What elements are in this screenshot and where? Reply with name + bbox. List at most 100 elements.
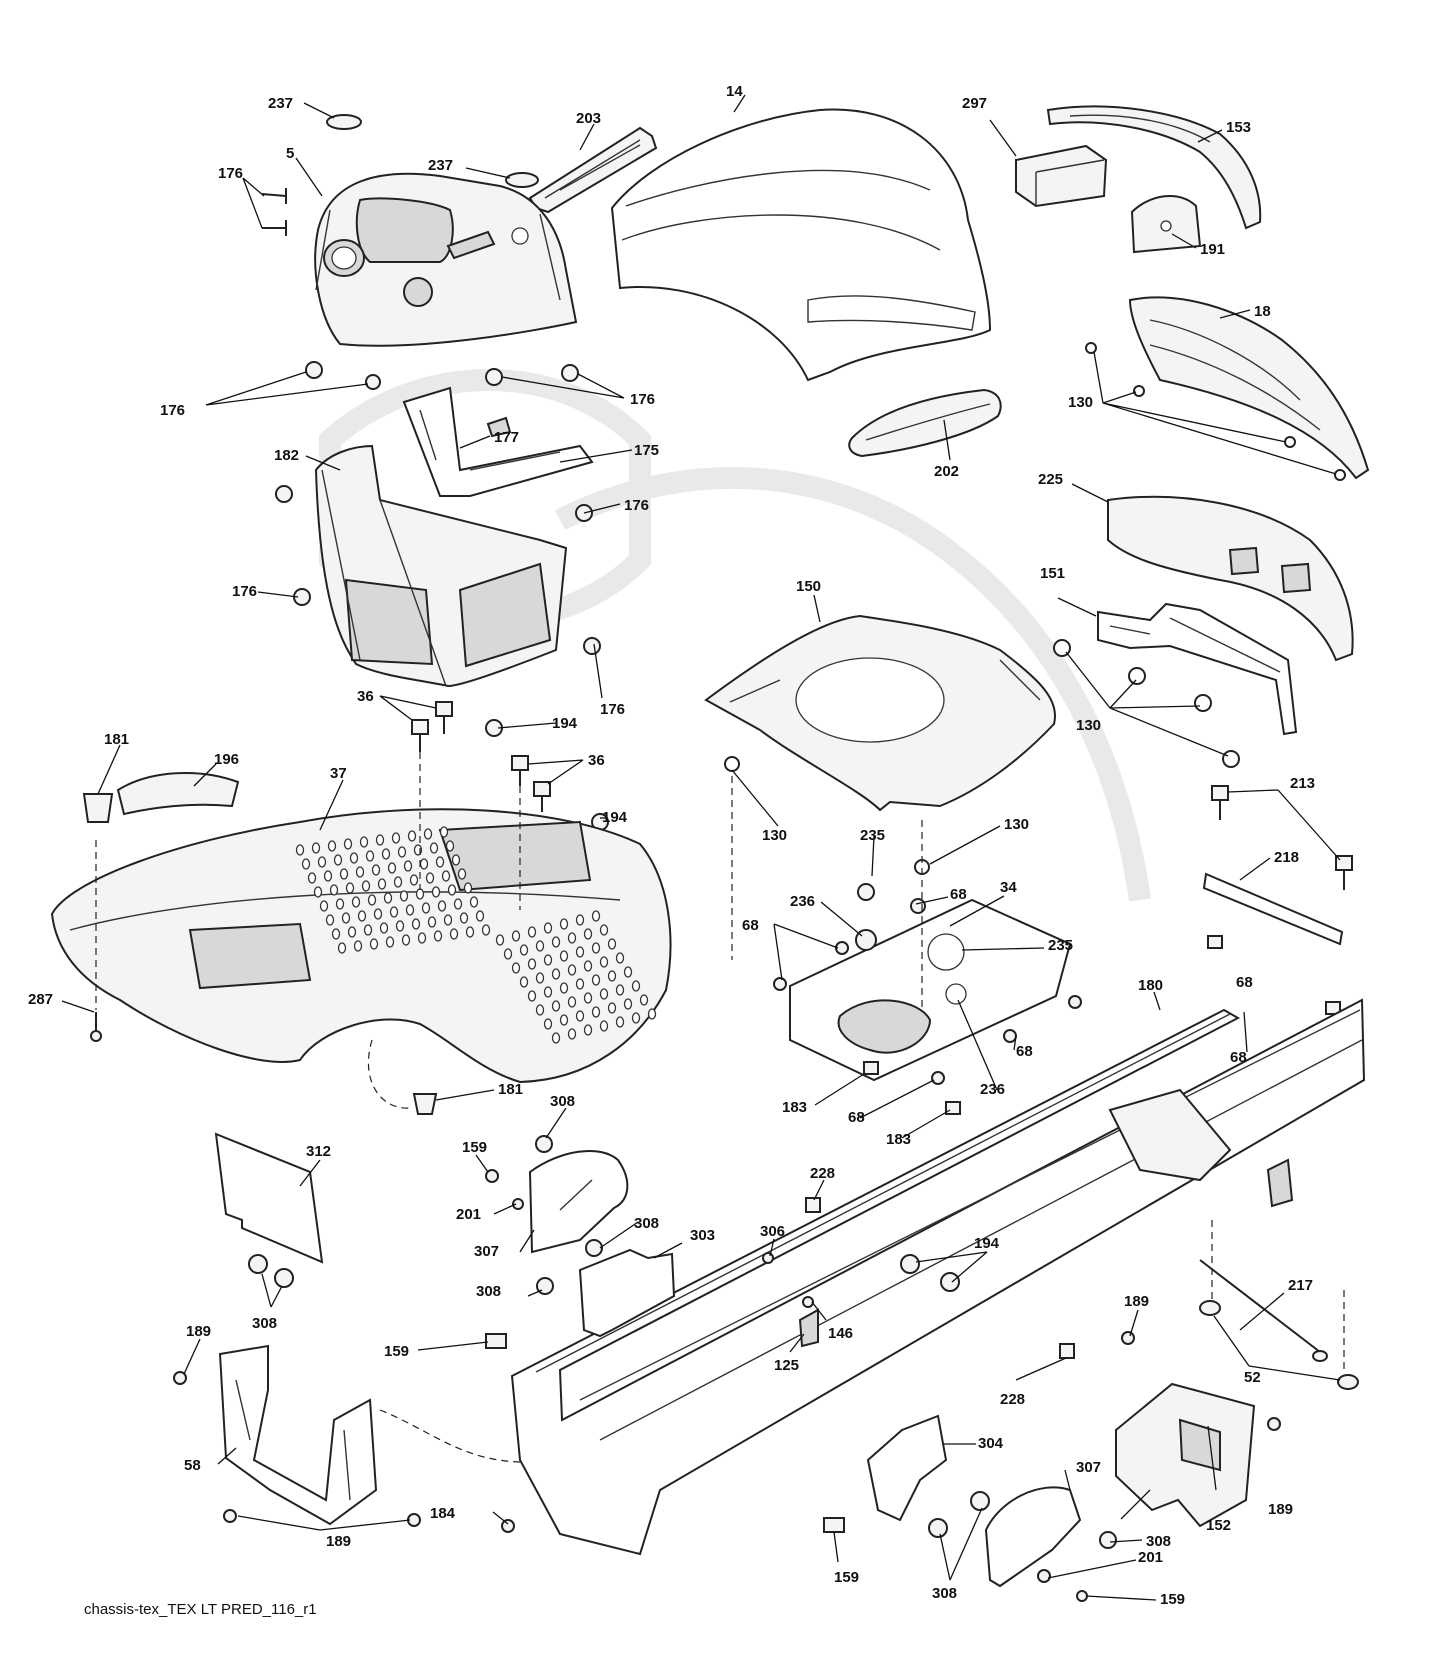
vent-hole [365, 850, 375, 862]
vent-hole [463, 882, 473, 894]
screw-176-j [583, 637, 601, 655]
vent-hole [599, 988, 609, 1000]
callout-194: 194 [552, 715, 578, 732]
callout-68: 68 [1016, 1043, 1033, 1060]
vent-hole [351, 896, 361, 908]
callout-189: 189 [1268, 1501, 1293, 1518]
screws-189-right [1121, 1331, 1281, 1431]
vent-hole [615, 984, 625, 996]
vent-hole [551, 1032, 561, 1044]
grille-18 [1128, 296, 1370, 480]
callout-183: 183 [782, 1099, 807, 1116]
callout-196: 196 [214, 751, 239, 768]
callout-182: 182 [274, 447, 299, 464]
callout-159: 159 [1160, 1591, 1185, 1608]
callout-194: 194 [974, 1235, 1000, 1252]
callout-177: 177 [494, 429, 519, 446]
callout-236: 236 [790, 893, 815, 910]
foam-block-191 [1130, 194, 1202, 254]
vent-hole [361, 880, 371, 892]
vent-hole [599, 1020, 609, 1032]
vent-hole [423, 828, 433, 840]
screw-130-pan [724, 756, 930, 875]
vent-hole [335, 898, 345, 910]
callout-183: 183 [886, 1131, 911, 1148]
vent-hole [333, 854, 343, 866]
callout-152: 152 [1206, 1517, 1231, 1534]
vent-hole [307, 872, 317, 884]
vent-hole [377, 878, 387, 890]
vent-hole [543, 922, 553, 934]
callout-312: 312 [306, 1143, 331, 1160]
vent-hole [383, 892, 393, 904]
vent-hole [535, 940, 545, 952]
callout-235: 235 [1048, 937, 1073, 954]
vent-hole [647, 1008, 657, 1020]
grommet-181-b [412, 1093, 438, 1115]
callout-297: 297 [962, 95, 987, 112]
callout-306: 306 [760, 1223, 785, 1240]
callout-176: 176 [218, 165, 243, 182]
vent-hole [639, 994, 649, 1006]
vent-hole [325, 914, 335, 926]
cover-196 [116, 771, 240, 816]
vent-hole [599, 956, 609, 968]
vent-hole [583, 992, 593, 1004]
vent-hole [415, 888, 425, 900]
callout-181: 181 [498, 1081, 523, 1098]
bracket-175 [402, 386, 594, 497]
vent-hole [403, 860, 413, 872]
vent-hole [459, 912, 469, 924]
callout-203: 203 [576, 110, 601, 127]
vent-hole [407, 830, 417, 842]
screw-176-d [485, 368, 503, 386]
vent-hole [369, 938, 379, 950]
vent-hole [457, 868, 467, 880]
bolts-213 [1211, 785, 1353, 890]
screw-176-b [262, 220, 287, 236]
callout-303: 303 [690, 1227, 715, 1244]
vent-hole [301, 858, 311, 870]
screw-176-g [275, 485, 293, 503]
chassis-frame-180 [510, 998, 1366, 1556]
vent-hole [527, 990, 537, 1002]
callout-202: 202 [934, 463, 959, 480]
vent-hole [295, 844, 305, 856]
vent-hole [551, 1000, 561, 1012]
vent-hole [615, 952, 625, 964]
callout-217: 217 [1288, 1277, 1313, 1294]
callout-228: 228 [810, 1165, 835, 1182]
screw-176-c [305, 361, 323, 379]
bracket-151 [1097, 602, 1298, 736]
vent-hole [543, 986, 553, 998]
vent-hole [591, 910, 601, 922]
callout-308: 308 [932, 1585, 957, 1602]
plate-307-bottom [984, 1486, 1082, 1588]
vent-hole [583, 960, 593, 972]
callout-58: 58 [184, 1457, 201, 1474]
vent-hole [607, 938, 617, 950]
callout-labels: 237 203 14 297 153 176 5 237 191 18 176 … [28, 83, 1315, 1608]
callout-184: 184 [430, 1505, 456, 1522]
vent-hole [429, 842, 439, 854]
vent-hole [583, 1024, 593, 1036]
vent-hole [535, 972, 545, 984]
vent-hole [443, 914, 453, 926]
screw-287 [90, 1012, 102, 1042]
vent-hole [575, 978, 585, 990]
callout-68: 68 [848, 1109, 865, 1126]
screw-176-e [561, 364, 579, 382]
vent-hole [311, 842, 321, 854]
callout-176: 176 [600, 701, 625, 718]
callout-68: 68 [742, 917, 759, 934]
vent-hole [317, 856, 327, 868]
callout-213: 213 [1290, 775, 1315, 792]
vent-hole [439, 826, 449, 838]
vent-hole [327, 840, 337, 852]
callout-151: 151 [1040, 565, 1065, 582]
callout-189: 189 [1124, 1293, 1149, 1310]
callout-181: 181 [104, 731, 129, 748]
vent-hole [355, 866, 365, 878]
vent-hole [387, 862, 397, 874]
